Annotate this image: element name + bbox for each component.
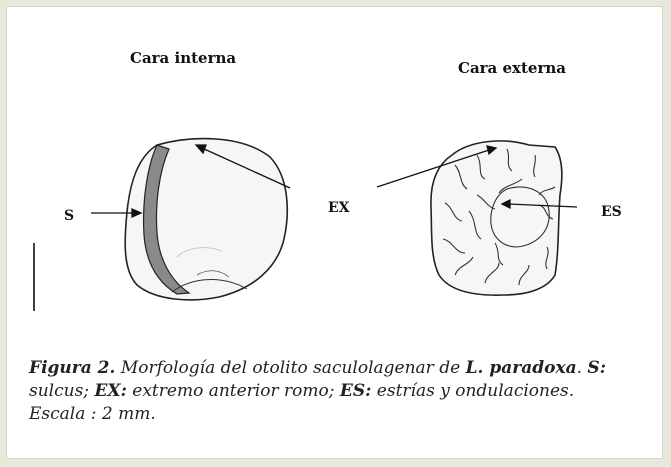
figure-frame: Cara interna Cara externa S EX ES Figura…	[6, 6, 663, 459]
arrow-ex-right	[376, 149, 490, 188]
caption-key-es: ES:	[339, 381, 372, 401]
caption-def-es: estrías y ondulaciones. Escala : 2 mm.	[29, 381, 575, 424]
label-ex: EX	[328, 200, 350, 216]
caption-def-s: sulcus;	[29, 381, 95, 401]
sulcus-band	[143, 144, 191, 295]
arrow-ex-left	[201, 147, 291, 189]
label-s: S	[64, 208, 75, 224]
caption-key-s: S:	[587, 358, 606, 378]
arrowhead-s	[131, 207, 143, 219]
title-external-face: Cara externa	[458, 59, 566, 77]
arrowhead-ex-right	[486, 145, 498, 156]
caption-text-1: Morfología del otolito saculolagenar de	[115, 358, 466, 378]
otolith-external-face	[430, 140, 563, 296]
title-internal-face: Cara interna	[130, 49, 237, 67]
arrowhead-ex-left	[194, 144, 207, 155]
arrowhead-es	[500, 198, 511, 210]
label-es: ES	[601, 204, 622, 220]
arrow-es	[507, 203, 578, 208]
otolith-figure	[33, 137, 578, 311]
caption-text-2: .	[576, 358, 588, 378]
caption-def-ex: extremo anterior romo;	[126, 381, 340, 401]
caption-key-ex: EX:	[94, 381, 127, 401]
otolith-internal-face	[124, 137, 289, 301]
caption-species: L. paradoxa	[465, 358, 577, 378]
es-region	[490, 186, 550, 248]
caption-figure-label: Figura 2.	[29, 358, 116, 378]
figure-caption: Figura 2. Morfología del otolito saculol…	[29, 357, 629, 426]
